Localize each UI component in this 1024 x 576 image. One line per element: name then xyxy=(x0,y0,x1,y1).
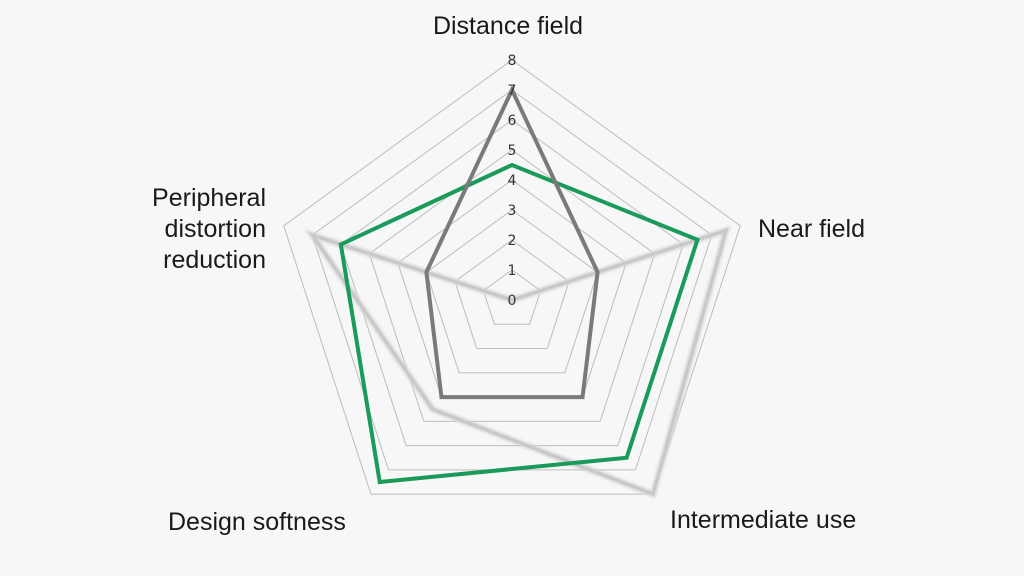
tick-label-1: 1 xyxy=(508,263,517,279)
tick-label-7: 7 xyxy=(508,83,517,99)
grid-ring-1 xyxy=(482,269,542,325)
axis-label-intermediate-use: Intermediate use xyxy=(670,506,857,534)
tick-label-0: 0 xyxy=(508,293,517,309)
grid-ring-3 xyxy=(425,209,599,374)
series-2-line xyxy=(338,162,700,485)
tick-label-6: 6 xyxy=(508,113,517,129)
tick-label-3: 3 xyxy=(508,203,517,219)
grid-ring-5 xyxy=(368,149,656,422)
grid-ring-2 xyxy=(454,239,570,350)
radar-series xyxy=(304,85,731,499)
tick-label-2: 2 xyxy=(508,233,517,249)
radar-tick-labels: 0 1 2 3 4 5 6 7 8 xyxy=(508,53,517,309)
series-1-line xyxy=(424,85,600,400)
tick-label-4: 4 xyxy=(508,173,517,189)
axis-label-distance-field: Distance field xyxy=(432,12,584,40)
axis-label-design-softness: Design softness xyxy=(168,508,346,536)
axis-label-near-field: Near field xyxy=(758,215,865,243)
series-3-line xyxy=(308,228,729,497)
tick-label-5: 5 xyxy=(508,143,517,159)
grid-ring-8 xyxy=(283,59,741,495)
tick-label-8: 8 xyxy=(508,53,517,69)
axis-label-peripheral-distortion-reduction: Peripheral distortion reduction xyxy=(152,184,266,274)
